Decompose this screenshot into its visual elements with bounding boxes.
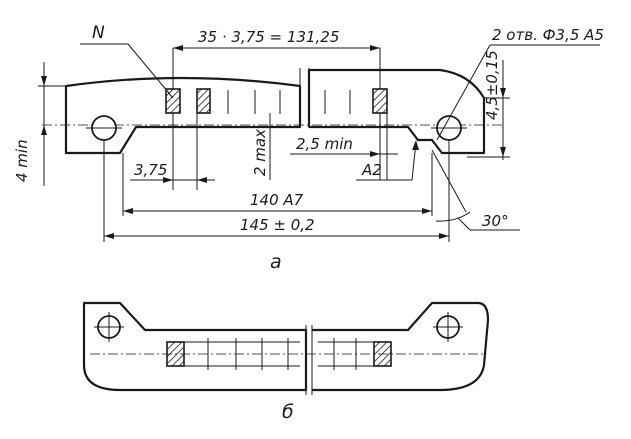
dim-4-5-label: 4,5±0,15	[483, 50, 501, 120]
view-a-slot-guides	[227, 90, 351, 114]
dim-holes-label: 2 отв. Ф3,5 А5	[492, 26, 604, 44]
dim-4min: 4 min	[13, 62, 66, 186]
dim-145-label: 145 ± 0,2	[240, 216, 315, 234]
label-n: N	[92, 23, 105, 43]
dim-a2-label: А2	[361, 161, 382, 179]
view-b-slot-right	[373, 341, 392, 367]
dim-4min-label: 4 min	[13, 139, 31, 182]
dim-extensions	[103, 113, 450, 242]
caption-a: а	[270, 251, 282, 273]
dim-4-5: 4,5±0,15	[467, 50, 510, 160]
view-a-slot-last	[372, 88, 388, 114]
view-b-body-right	[312, 301, 490, 392]
dim-a2: А2	[356, 140, 419, 181]
dim-pitch-total: 35 · 3,75 = 131,25	[172, 28, 381, 89]
view-a-body-left	[64, 76, 302, 155]
dim-140: 140 А7	[123, 191, 432, 214]
dim-30deg-label: 30°	[482, 212, 509, 230]
dim-pitch-total-label: 35 · 3,75 = 131,25	[198, 28, 339, 46]
dim-145: 145 ± 0,2	[104, 216, 449, 239]
view-b: б	[82, 301, 490, 423]
view-b-slot-guides	[184, 338, 374, 370]
view-b-slot-left	[166, 341, 185, 367]
label-n-leader: N	[80, 23, 174, 99]
dim-140-label: 140 А7	[250, 191, 304, 209]
dim-3-75: 3,75	[130, 161, 215, 183]
dim-2-5min-label: 2,5 min	[296, 135, 353, 153]
view-a-body-right	[307, 68, 486, 155]
dim-2max: 2 max	[251, 113, 271, 180]
dim-2max-label: 2 max	[251, 129, 269, 176]
view-a-slot-2	[196, 88, 211, 114]
dim-30deg: 30°	[431, 149, 520, 231]
caption-b: б	[282, 401, 294, 423]
view-a: 35 · 3,75 = 131,25 N 2 отв. Ф3,5 А5 4 mi…	[13, 23, 604, 273]
dim-2-5min: 2,5 min	[290, 113, 398, 180]
view-b-hole-axes	[94, 312, 463, 342]
dim-holes-leader: 2 отв. Ф3,5 А5	[436, 26, 604, 141]
view-b-body-left	[82, 301, 308, 392]
dim-3-75-label: 3,75	[134, 161, 167, 179]
